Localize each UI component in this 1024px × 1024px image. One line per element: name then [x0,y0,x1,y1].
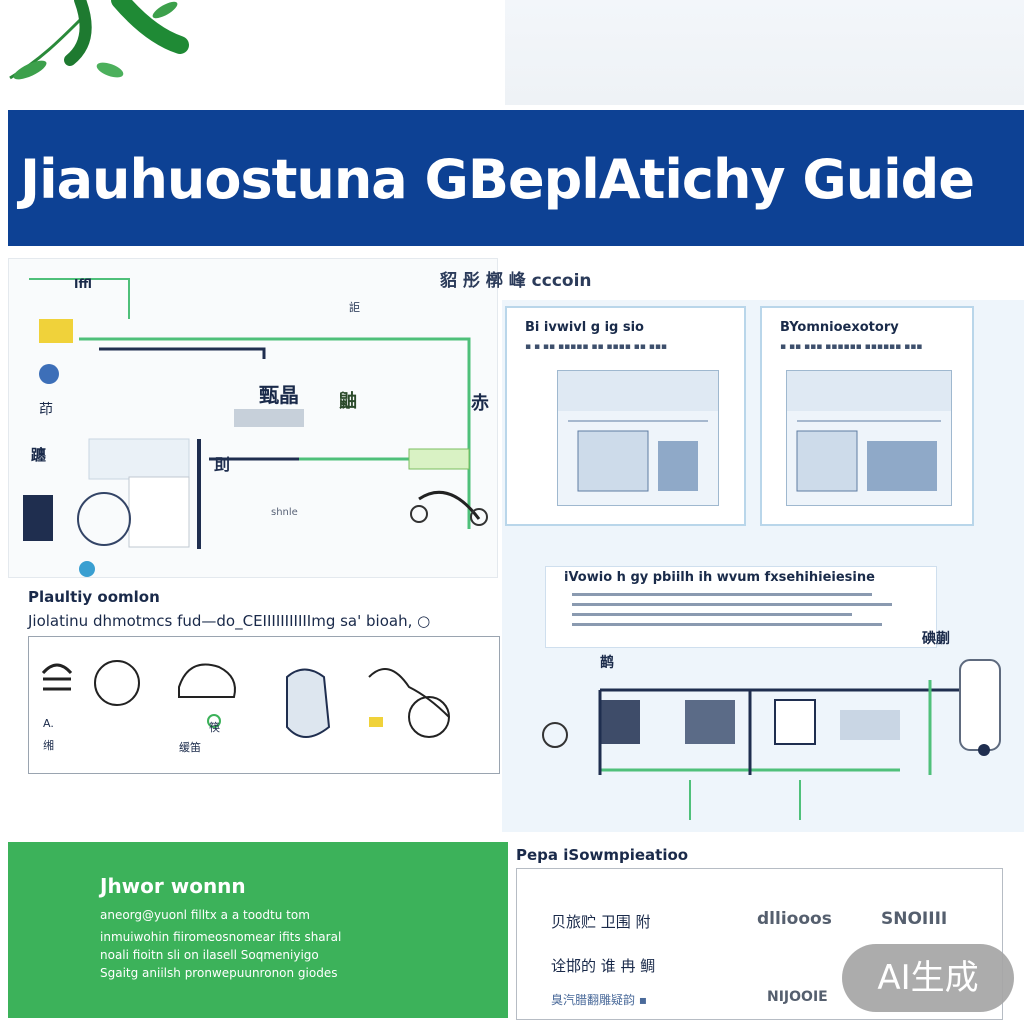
legend-item: 缓笛 [179,741,201,754]
property-value: SNOIIII [881,909,948,929]
page-title: Jiauhuostuna GBeplAtichy Guide [20,148,975,211]
title-banner: Jiauhuostuna GBeplAtichy Guide [8,110,1024,246]
lower-flow-diagram [542,659,1001,820]
info-box-line: noali fioitn sli on ilasell Soqmeniyigo [100,948,319,962]
legend-item: 筷 [209,721,220,734]
panel-b-title: BYomnioexotory [780,320,899,335]
property-label: 臭汽腊翻雕疑韵 ▪ [551,993,647,1007]
panel-a-title: Bi ivwivl g ig sio [525,320,644,335]
pipeline-diagram: Iffl 甄晶 鼬 躔 茚 詎 刞 赤 shnle [8,258,498,578]
properties-title: Pepa iSowmpieatioo [516,846,689,864]
panel-a-screen [557,370,719,506]
info-box-line: Sgaitg aniilsh pronwepuunronon giodes [100,966,338,980]
diagram-label: 刞 [214,455,231,474]
legend-item: 缃 [43,739,54,752]
panel-b-subtitle: ▪ ▪▪ ▪▪▪ ▪▪▪▪▪▪ ▪▪▪▪▪▪ ▪▪▪ [780,342,923,352]
property-value: NIJOOIE [767,989,828,1005]
property-label: 诠邯的 谁 冉 鲷 [551,957,656,975]
diagram-label: Iffl [74,277,92,291]
info-box-line: inmuiwohin fiiromeosnomear ifits sharal [100,930,342,944]
info-box-line: aneorg@yuonl filltx a a toodtu tom [100,908,310,922]
pipeline-lines [23,278,488,577]
diagram-label: 詎 [349,301,360,314]
lower-tag-b: 碘蒯 [922,631,950,647]
legend-box: 缃 筷 缓笛 A. [28,636,500,774]
diagram-label: shnle [271,507,298,518]
info-box-green: Jhwor wonnn aneorg@yuonl filltx a a tood… [8,842,508,1018]
plant-decoration-icon [9,0,189,80]
diagram-label: 躔 [31,446,47,464]
info-box-title: Jhwor wonnn [100,874,246,898]
legend-icons [41,660,450,738]
legend-item: A. [43,717,54,730]
ai-generated-badge: AI生成 [842,944,1014,1012]
panel-b-screen [786,370,952,506]
flow-caption: 貂 彤 槨 峰 cccoin [440,271,592,291]
diagram-label: 赤 [471,393,489,414]
lower-panel-text-lines [572,593,892,626]
lower-panel: iVowio h gy pbiilh ih wvum fxsehihieiesi… [545,566,937,648]
panel-b: BYomnioexotory ▪ ▪▪ ▪▪▪ ▪▪▪▪▪▪ ▪▪▪▪▪▪ ▪▪… [760,306,974,526]
panel-a-subtitle: ▪ ▪ ▪▪ ▪▪▪▪▪ ▪▪ ▪▪▪▪ ▪▪ ▪▪▪ [525,342,668,352]
panel-a: Bi ivwivl g ig sio ▪ ▪ ▪▪ ▪▪▪▪▪ ▪▪ ▪▪▪▪ … [505,306,746,526]
legend-title: Plaultiy oomlon [28,588,160,606]
background-faded-area [505,0,1024,105]
property-label: 贝旅贮 卫围 附 [551,913,651,931]
diagram-label: 鼬 [339,391,357,412]
legend-subtitle: Jiolatinu dhmotmcs fud—do_CEIIIIIIIIIIIm… [28,612,431,630]
diagram-label: 茚 [39,402,53,418]
lower-tag-a: 鹋 [600,655,614,671]
property-value: dlliooos [757,909,832,929]
diagram-label: 甄晶 [259,383,299,407]
lower-panel-title: iVowio h gy pbiilh ih wvum fxsehihieiesi… [564,570,875,585]
